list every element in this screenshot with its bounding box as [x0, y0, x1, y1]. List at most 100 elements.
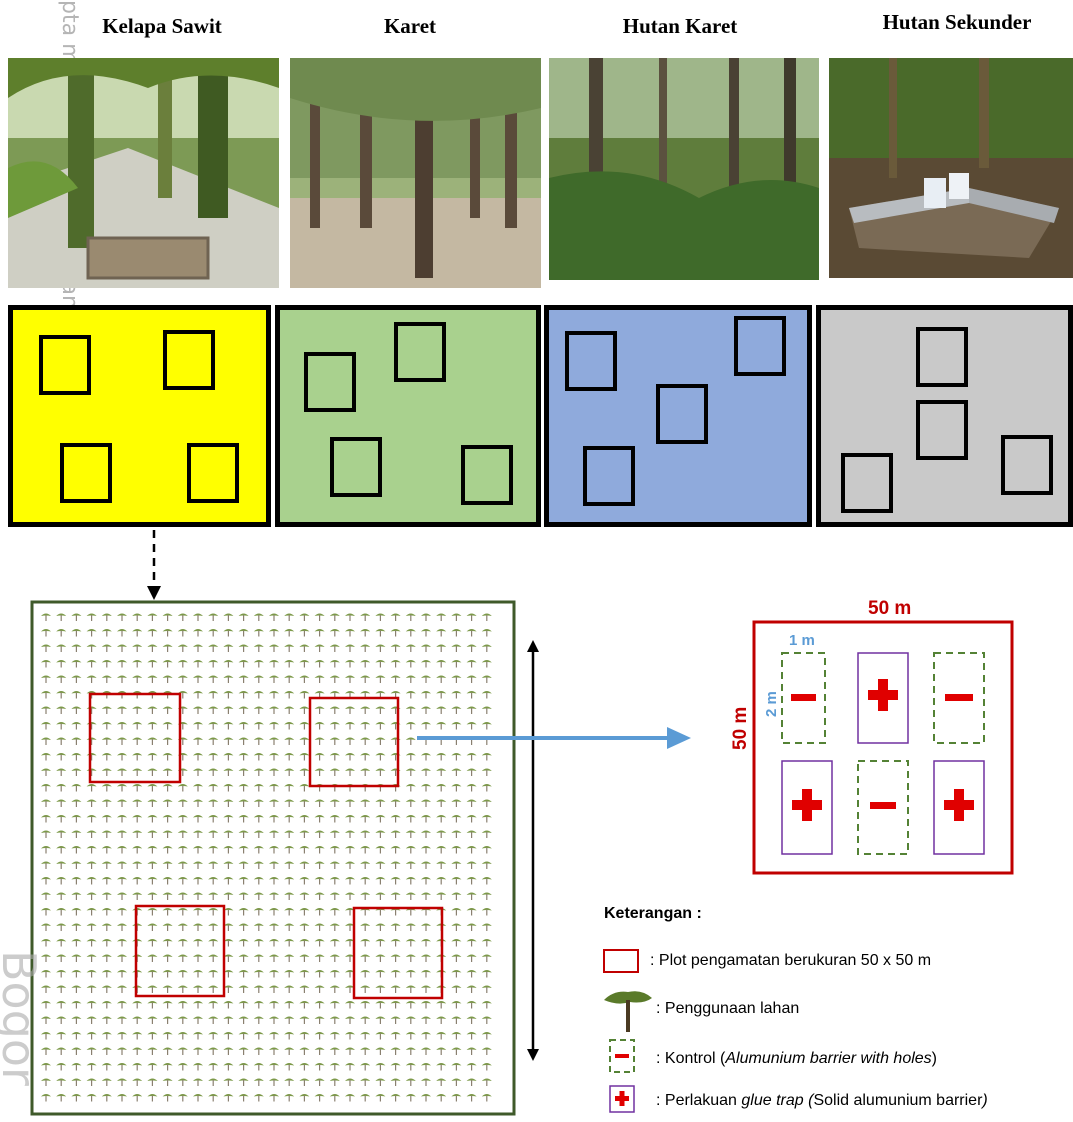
tree-icon: [329, 1078, 340, 1086]
tree-icon: [360, 1078, 371, 1086]
tree-icon: [451, 815, 462, 823]
tree-icon: [177, 629, 188, 637]
tree-icon: [421, 939, 431, 947]
tree-icon: [56, 1047, 67, 1055]
tree-icon: [56, 1001, 67, 1009]
tree-icon: [253, 861, 264, 869]
tree-icon: [117, 768, 127, 776]
tree-icon: [345, 923, 355, 931]
tree-icon: [223, 1001, 234, 1009]
tree-icon: [329, 970, 340, 978]
tree-icon: [360, 861, 371, 869]
tree-icon: [390, 799, 401, 807]
tree-icon: [238, 629, 249, 637]
tree-icon: [177, 923, 188, 931]
observation-plot: [134, 904, 226, 998]
tree-icon: [71, 830, 82, 838]
tree-icon: [238, 908, 249, 916]
tree-icon: [238, 784, 249, 792]
tree-icon: [314, 970, 325, 978]
tree-icon: [162, 722, 173, 730]
tree-icon: [466, 1032, 477, 1040]
tree-icon: [132, 799, 143, 807]
tree-icon: [193, 706, 203, 714]
tree-icon: [390, 892, 401, 900]
tree-icon: [405, 1032, 416, 1040]
tree-icon: [193, 954, 203, 962]
tree-icon: [162, 908, 173, 916]
tree-icon: [269, 892, 279, 900]
tree-icon: [284, 613, 295, 621]
tree-icon: [421, 629, 431, 637]
tree-icon: [101, 675, 112, 683]
tree-icon: [451, 1001, 462, 1009]
tree-icon: [208, 1063, 219, 1071]
tree-icon: [238, 861, 249, 869]
tree-icon: [436, 1001, 447, 1009]
tree-icon: [436, 1063, 447, 1071]
tree-icon: [451, 923, 462, 931]
tree-icon: [177, 1016, 188, 1024]
legend-control-label: : Kontrol (Alumunium barrier with holes): [656, 1050, 937, 1068]
tree-icon: [71, 1032, 82, 1040]
tree-icon: [71, 939, 82, 947]
tree-icon: [405, 970, 416, 978]
tree-icon: [269, 799, 279, 807]
tree-icon: [436, 629, 447, 637]
tree-icon: [405, 644, 416, 652]
tree-icon: [162, 877, 173, 885]
tree-icon: [284, 1063, 295, 1071]
tree-icon: [86, 613, 97, 621]
tree-icon: [299, 923, 310, 931]
tree-icon: [238, 985, 249, 993]
legend-treat-prefix: : Perlakuan: [656, 1092, 742, 1109]
tree-icon: [284, 908, 295, 916]
tree-icon: [405, 892, 416, 900]
tree-icon: [299, 691, 310, 699]
tree-icon: [421, 846, 431, 854]
subplot-square: [565, 331, 617, 391]
tree-icon: [162, 1063, 173, 1071]
tree-icon: [41, 1001, 51, 1009]
tree-icon: [421, 985, 431, 993]
tree-icon: [71, 675, 82, 683]
tree-icon: [481, 1063, 492, 1071]
tree-icon: [253, 629, 264, 637]
subplot-square: [304, 352, 356, 412]
tree-icon: [86, 954, 97, 962]
tree-icon: [284, 660, 295, 668]
tree-icon: [177, 954, 188, 962]
tree-icon: [147, 1063, 158, 1071]
tree-icon: [314, 1032, 325, 1040]
tree-icon: [299, 784, 310, 792]
tree-icon: [71, 1047, 82, 1055]
tree-icon: [208, 660, 219, 668]
tree-icon: [117, 1063, 127, 1071]
subplot-square: [394, 322, 446, 382]
tree-icon: [481, 892, 492, 900]
tree-icon: [56, 629, 67, 637]
tree-icon: [177, 985, 188, 993]
dashed-down-arrow: [147, 530, 161, 600]
tree-icon: [71, 985, 82, 993]
tree-icon: [253, 753, 264, 761]
tree-icon: [101, 1063, 112, 1071]
tree-icon: [132, 861, 143, 869]
subplot-square: [60, 443, 112, 503]
tree-icon: [269, 1032, 279, 1040]
tree-icon: [41, 737, 51, 745]
tree-icon: [314, 613, 325, 621]
tree-icon: [238, 1001, 249, 1009]
tree-icon: [481, 1032, 492, 1040]
tree-icon: [132, 1094, 143, 1102]
tree-icon: [56, 706, 67, 714]
tree-icon: [41, 985, 51, 993]
legend-treatment-icon: [609, 1085, 635, 1113]
tree-icon: [208, 1001, 219, 1009]
site-title-hutan-sekunder: Hutan Sekunder: [882, 10, 1032, 34]
tree-icon: [71, 923, 82, 931]
tree-icon: [223, 613, 234, 621]
tree-icon: [101, 892, 112, 900]
tree-icon: [208, 939, 219, 947]
legend-control-italic: Alumunium barrier with holes: [725, 1050, 932, 1067]
